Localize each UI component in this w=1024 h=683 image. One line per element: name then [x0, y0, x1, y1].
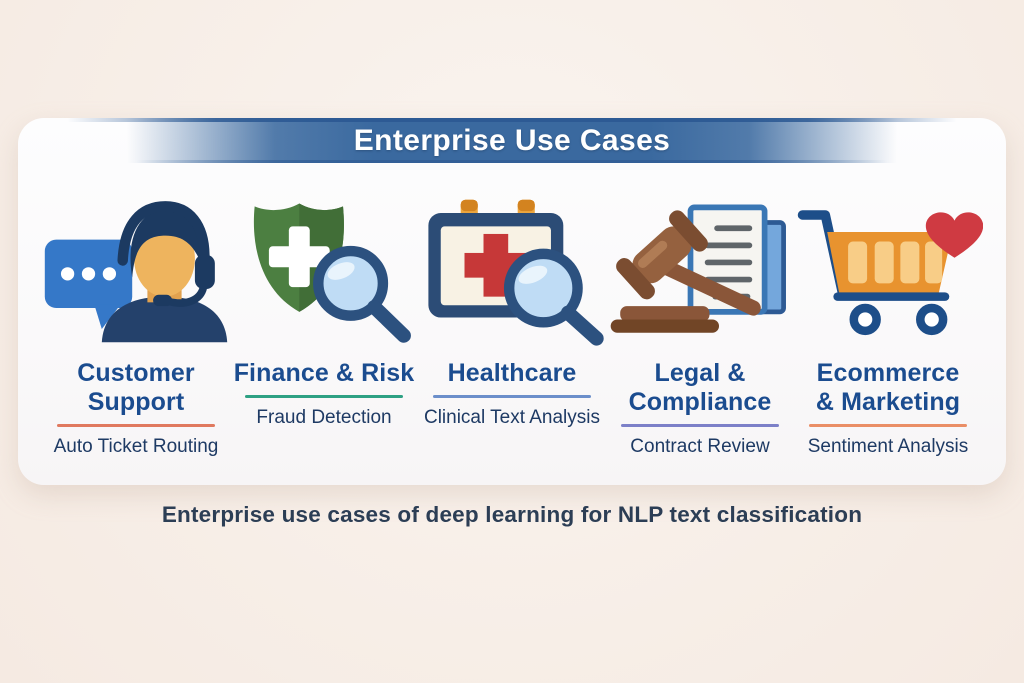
use-case-title: Customer Support [77, 359, 195, 417]
calendar-magnifier-icon [417, 196, 607, 346]
accent-underline [809, 424, 967, 427]
use-case-customer-support: Customer Support Auto Ticket Routing [42, 196, 230, 458]
use-case-ecommerce-marketing: Ecommerce & Marketing Sentiment Analysis [793, 196, 983, 458]
header-banner: Enterprise Use Cases [18, 118, 1006, 163]
accent-underline [245, 395, 403, 398]
gavel-document-icon [605, 196, 795, 346]
accent-underline [57, 424, 215, 427]
accent-underline [621, 424, 779, 427]
title-line: Legal & [654, 359, 746, 387]
use-case-title: Ecommerce & Marketing [816, 359, 960, 417]
use-case-columns: Customer Support Auto Ticket Routing [18, 163, 1006, 458]
accent-underline [433, 395, 591, 398]
support-agent-icon [41, 196, 231, 346]
title-line: Healthcare [447, 359, 577, 387]
use-case-healthcare: Healthcare Clinical Text Analysis [418, 196, 606, 458]
use-case-title: Finance & Risk [234, 359, 415, 388]
title-line: & Marketing [815, 388, 961, 416]
use-case-legal-compliance: Legal & Compliance Contract Review [606, 196, 794, 458]
figure-caption: Enterprise use cases of deep learning fo… [161, 502, 863, 527]
use-case-subtitle: Sentiment Analysis [807, 436, 969, 457]
use-cases-card: Enterprise Use Cases [18, 118, 1006, 485]
page-title: Enterprise Use Cases [353, 123, 671, 157]
use-case-title: Healthcare [448, 359, 577, 388]
title-line: Customer [77, 359, 195, 387]
shield-magnifier-icon [229, 196, 419, 346]
use-case-finance-risk: Finance & Risk Fraud Detection [230, 196, 418, 458]
title-line: Support [87, 388, 185, 416]
use-case-subtitle: Contract Review [630, 436, 770, 457]
use-case-subtitle: Auto Ticket Routing [53, 436, 219, 457]
title-line: Finance & Risk [233, 359, 415, 387]
use-case-subtitle: Fraud Detection [256, 407, 392, 428]
use-case-title: Legal & Compliance [629, 359, 772, 417]
title-line: Ecommerce [816, 359, 960, 387]
cart-heart-icon [793, 196, 983, 346]
title-line: Compliance [628, 388, 772, 416]
use-case-subtitle: Clinical Text Analysis [423, 407, 600, 428]
